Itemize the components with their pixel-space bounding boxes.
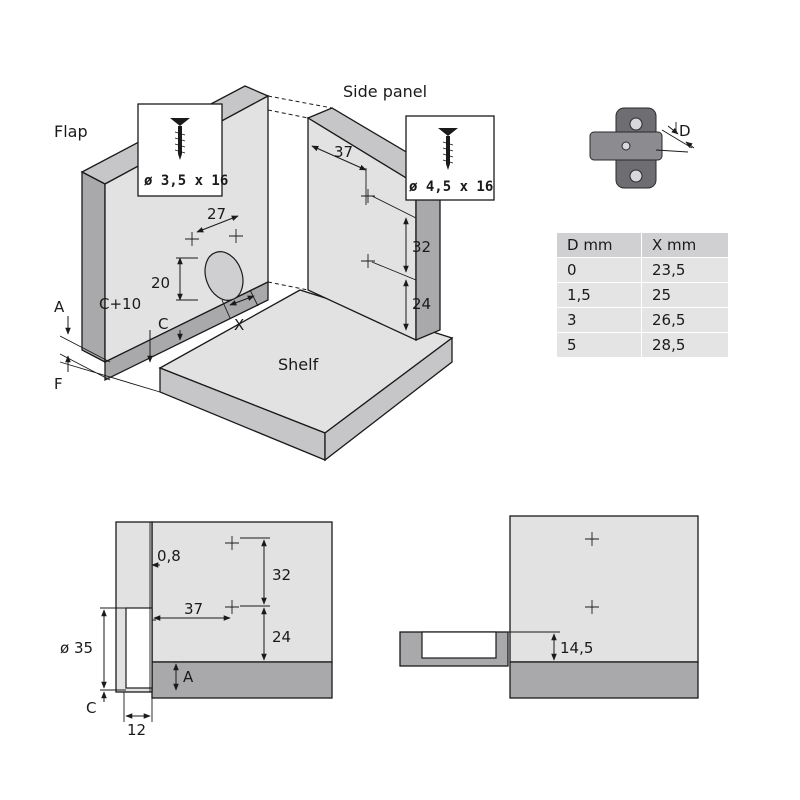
table-cell: 26,5 — [641, 307, 728, 333]
screw-icon — [170, 118, 190, 160]
dim-side-a: A — [183, 668, 194, 686]
dim-iso-32: 32 — [412, 238, 431, 256]
dim-iso-20: 20 — [151, 274, 170, 292]
dim-iso-c10: C+10 — [99, 295, 141, 313]
dim-side-12: 12 — [127, 721, 146, 739]
table-cell: 3 — [557, 307, 642, 333]
table-cell: 28,5 — [641, 332, 728, 358]
dim-iso-c: C — [158, 315, 168, 333]
dim-front-145: 14,5 — [560, 639, 593, 657]
d-x-table: D mm X mm 0 23,5 1,5 25 3 26,5 5 28,5 — [557, 233, 728, 358]
table-cell: 5 — [557, 332, 642, 358]
dim-side-37: 37 — [184, 600, 203, 618]
side-view — [100, 521, 333, 722]
screw-callout-flap — [137, 103, 223, 197]
dim-iso-37: 37 — [334, 143, 353, 161]
table-cell: 1,5 — [557, 282, 642, 308]
table-row: 1,5 25 — [557, 282, 728, 308]
label-screw-flap: ø 3,5 x 16 — [144, 173, 228, 189]
label-screw-side: ø 4,5 x 16 — [409, 179, 493, 195]
dim-side-32: 32 — [272, 566, 291, 584]
label-flap: Flap — [54, 122, 88, 141]
dim-side-24: 24 — [272, 628, 291, 646]
front-view — [399, 515, 699, 699]
table-cell: 0 — [557, 257, 642, 283]
screw-callout-side — [405, 115, 495, 201]
shelf — [158, 289, 454, 462]
dim-side-c: C — [86, 699, 96, 717]
dim-side-d35: ø 35 — [60, 639, 93, 657]
table-cell: 23,5 — [641, 257, 728, 283]
label-side-panel: Side panel — [343, 82, 427, 101]
table-header-d: D mm — [557, 233, 642, 258]
isometric-view — [59, 85, 495, 462]
dim-iso-27: 27 — [207, 205, 226, 223]
dim-iso-a: A — [54, 298, 65, 316]
table-row: 5 28,5 — [557, 332, 728, 358]
label-shelf: Shelf — [278, 355, 319, 374]
dim-iso-24: 24 — [412, 295, 431, 313]
table-header-x: X mm — [641, 233, 728, 258]
table-cell: 25 — [641, 282, 728, 308]
dim-side-08: 0,8 — [157, 547, 181, 565]
label-d: D — [679, 122, 691, 140]
dim-iso-f: F — [54, 375, 63, 393]
table-header-row: D mm X mm — [557, 233, 728, 258]
mounting-plate-image — [589, 107, 695, 189]
screw-icon — [438, 128, 458, 170]
dim-iso-x: X — [234, 316, 244, 334]
table-row: 0 23,5 — [557, 257, 728, 283]
table-row: 3 26,5 — [557, 307, 728, 333]
